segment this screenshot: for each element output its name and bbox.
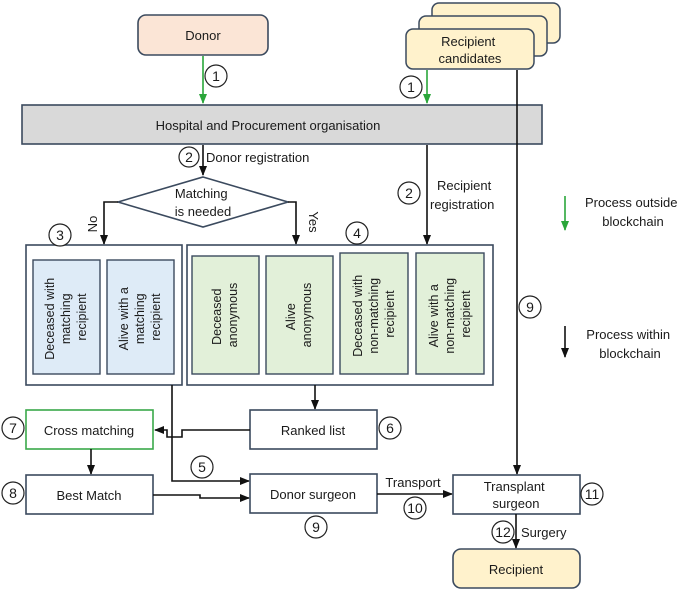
category-alive-non-matching-label: Alive with a non-matching recipient	[427, 274, 473, 353]
step-circle: 10	[403, 496, 427, 520]
matching-decision-label: Matching is needed	[175, 186, 231, 219]
step-circle: 2	[178, 146, 200, 168]
no-label: No	[85, 216, 100, 233]
donor-box	[137, 14, 269, 56]
step-number: 9	[526, 299, 534, 315]
step-circle: 6	[378, 416, 402, 440]
hospital-procurement-label: Hospital and Procurement organisation	[156, 118, 381, 133]
step-number: 7	[9, 420, 17, 436]
category-deceased-matching	[32, 259, 101, 375]
legend-within-label: Process within blockchain	[586, 327, 673, 361]
donor-label: Donor	[185, 28, 221, 43]
step-circle: 1	[204, 64, 228, 88]
recipient-box	[452, 548, 581, 589]
cross-matching-box	[25, 409, 154, 450]
recipient-label: Recipient	[489, 562, 544, 577]
recipient-candidates-box	[405, 28, 535, 70]
step-circle: 8	[1, 481, 25, 505]
step-number: 2	[405, 185, 413, 201]
step-circle: 2	[397, 181, 421, 205]
step-number: 11	[585, 486, 600, 502]
best-match-box	[25, 474, 154, 515]
step-circle: 12	[491, 520, 515, 544]
step-number: 1	[407, 79, 415, 95]
arrow-ranked-list-to-cross-matching	[154, 426, 250, 438]
category-alive-anonymous	[265, 255, 334, 375]
step-number: 10	[407, 500, 423, 516]
category-alive-non-matching	[415, 252, 485, 375]
transport-label: Transport	[385, 475, 441, 490]
category-alive-matching-label: Alive with a matching recipient	[117, 284, 163, 351]
category-deceased-anonymous	[191, 255, 260, 375]
step-circle: 5	[190, 455, 214, 479]
step-circle: 11	[580, 482, 604, 506]
step-number: 8	[9, 485, 17, 501]
arrow-yes-branch	[288, 201, 300, 245]
recipient-candidates-label: Recipient candidates	[439, 34, 502, 66]
category-deceased-anonymous-label: Deceased anonymous	[210, 283, 240, 348]
step-circle: 7	[1, 416, 25, 440]
step-circle: 9	[518, 295, 542, 319]
category-alive-anonymous-label: Alive anonymous	[284, 283, 314, 348]
transplant-surgeon-box	[452, 474, 581, 515]
step-number: 2	[185, 149, 193, 165]
step-number: 4	[353, 225, 361, 241]
hospital-procurement-box	[21, 104, 543, 145]
ranked-list-box	[249, 409, 378, 450]
arrow-no-branch	[100, 201, 118, 245]
category-deceased-matching-label: Deceased with matching recipient	[43, 274, 89, 359]
category-alive-matching	[106, 259, 175, 375]
step-number: 1	[212, 68, 220, 84]
donor-surgeon-label: Donor surgeon	[270, 487, 356, 502]
matching-decision-diamond	[115, 176, 291, 228]
step-number: 5	[198, 459, 206, 475]
recipient-registration-label: Recipient registration	[430, 178, 495, 212]
arrow-best-match-to-donor-surgeon	[153, 494, 250, 502]
step-number: 9	[312, 519, 320, 535]
legend-outside-label: Process outside blockchain	[585, 195, 681, 229]
step-circle: 1	[399, 75, 423, 99]
best-match-label: Best Match	[56, 488, 121, 503]
donor-registration-label: Donor registration	[206, 150, 309, 165]
step-circle: 3	[48, 223, 72, 247]
step-circle: 4	[345, 221, 369, 245]
transplant-surgeon-label: Transplant surgeon	[484, 479, 549, 511]
step-number: 6	[386, 420, 394, 436]
ranked-list-label: Ranked list	[281, 423, 346, 438]
arrow-group3-to-donor-surgeon	[171, 385, 250, 485]
yes-label: Yes	[306, 211, 321, 233]
surgery-label: Surgery	[521, 525, 567, 540]
step-number: 3	[56, 227, 64, 243]
step-circle: 9	[304, 515, 328, 539]
category-deceased-non-matching	[339, 252, 409, 375]
step-number: 12	[495, 524, 511, 540]
cross-matching-label: Cross matching	[44, 423, 134, 438]
category-deceased-non-matching-label: Deceased with non-matching recipient	[351, 271, 397, 356]
